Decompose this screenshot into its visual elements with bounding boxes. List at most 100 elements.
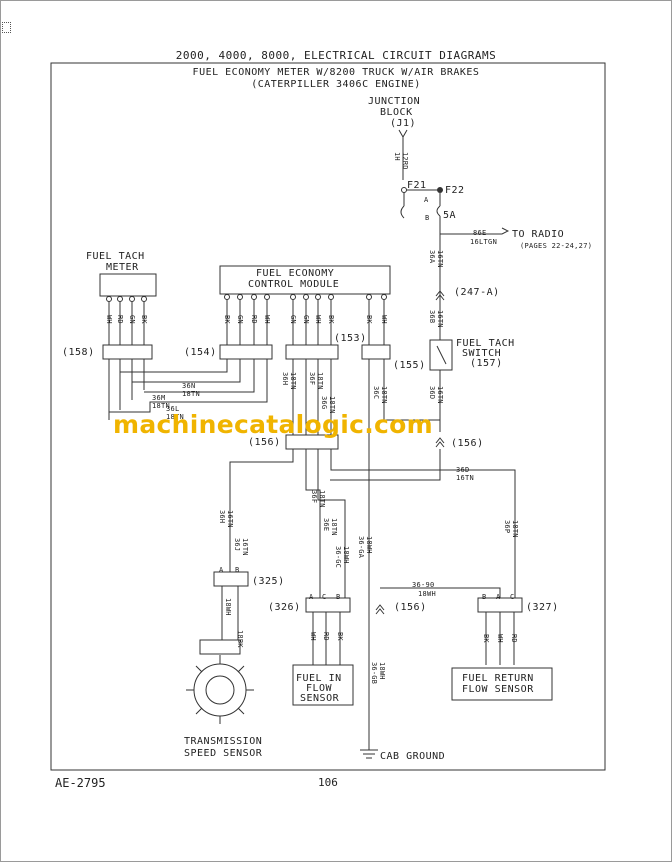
fuel-tach-meter-box bbox=[99, 273, 157, 297]
fuel-ret-bac-3: C bbox=[510, 593, 515, 601]
meter-pin-4: BK bbox=[140, 315, 148, 324]
wire-36b-gauge: 16TN bbox=[436, 310, 444, 328]
fuse-f21-label: F21 bbox=[407, 180, 427, 191]
meter-pin-2: RD bbox=[116, 315, 124, 324]
fecm-left-pin-3: RD bbox=[250, 315, 258, 324]
wire-36gc-gauge: 18WH bbox=[342, 546, 350, 564]
trans-sensor-label-1: TRANSMISSION bbox=[184, 736, 263, 747]
cab-ground-label: CAB GROUND bbox=[380, 751, 446, 762]
connector-158-label: (158) bbox=[62, 347, 95, 358]
fuel-in-label-2: FLOW bbox=[306, 683, 333, 694]
connector-156-ground-arrows bbox=[375, 604, 385, 615]
connector-156-right-arrows bbox=[435, 437, 445, 448]
fuse-a-tag: A bbox=[424, 196, 429, 204]
wire-36-90: 36-90 bbox=[412, 581, 435, 589]
wire-36p: 36P bbox=[503, 520, 511, 534]
wires-mid-to-156 bbox=[292, 359, 332, 435]
fecm-box bbox=[219, 265, 391, 295]
connector-154-box bbox=[219, 344, 273, 360]
connector-156-label-left: (156) bbox=[248, 437, 281, 448]
fuel-return-label-1: FUEL RETURN bbox=[462, 673, 534, 684]
meter-pin-1: WH bbox=[105, 315, 113, 324]
connector-327-label: (327) bbox=[526, 602, 559, 613]
junction-block-label-2: BLOCK bbox=[380, 107, 413, 118]
page-title: 2000, 4000, 8000, ELECTRICAL CIRCUIT DIA… bbox=[175, 49, 497, 62]
connector-158-box bbox=[102, 344, 153, 360]
diagram-title-line1: FUEL ECONOMY METER W/8200 TRUCK W/AIR BR… bbox=[192, 67, 480, 78]
wire-36n-gauge: 18TN bbox=[182, 390, 201, 398]
connector-247a bbox=[435, 290, 445, 301]
wire-36gc: 36-GC bbox=[334, 546, 342, 569]
connector-155-box bbox=[361, 344, 391, 360]
fuel-ret-bac-2: A bbox=[496, 593, 501, 601]
fecm-right-pin-1: BK bbox=[365, 315, 373, 324]
switch-contact bbox=[436, 345, 447, 365]
fuse-b-tag: B bbox=[425, 214, 430, 222]
fuel-tach-switch-label-2: SWITCH bbox=[462, 348, 502, 359]
fecm-left-pin-2: GN bbox=[236, 315, 244, 324]
wire-36-90-gauge: 18WH bbox=[418, 590, 437, 598]
meter-pin-3: GN bbox=[128, 315, 136, 324]
fuse-f21-terminal bbox=[401, 187, 407, 193]
connector-326-box bbox=[305, 597, 351, 613]
wire-36a: 36A bbox=[428, 250, 436, 264]
fecm-mid-pin-4: BK bbox=[327, 315, 335, 324]
wire-36j-gauge: 16TN bbox=[241, 538, 249, 556]
fuse-f22-label: F22 bbox=[445, 185, 465, 196]
wire-36f-gauge: 18TN bbox=[316, 372, 324, 390]
to-radio-label: TO RADIO bbox=[512, 229, 565, 240]
wire-36c bbox=[383, 359, 440, 421]
connector-325-box bbox=[213, 571, 249, 587]
to-radio-pages: (PAGES 22-24,27) bbox=[520, 242, 593, 250]
wires-fecm-mid bbox=[292, 300, 332, 345]
corner-mark bbox=[2, 22, 11, 33]
connector-326-label: (326) bbox=[268, 602, 301, 613]
wire-36n: 36N bbox=[182, 382, 196, 390]
fecm-left-pin-4: WH bbox=[263, 315, 271, 324]
wire-36a-gauge: 16TN bbox=[436, 250, 444, 268]
fuel-ret-pin-3: RD bbox=[510, 634, 518, 643]
fuel-in-abc-1: A bbox=[309, 593, 314, 601]
watermark: machinecatalogic.com bbox=[113, 410, 433, 439]
fuel-in-abc-2: C bbox=[322, 593, 327, 601]
wire-to-radio bbox=[440, 227, 510, 235]
cab-ground-symbol bbox=[360, 749, 378, 759]
wire-36e-gauge: 18TN bbox=[330, 518, 338, 536]
wire-36g: 36G bbox=[320, 396, 328, 410]
fuse-f21 bbox=[400, 192, 405, 219]
wires-327-down bbox=[485, 612, 515, 665]
wire-36h-gauge: 18TN bbox=[289, 372, 297, 390]
fecm-mid-pin-1: GN bbox=[289, 315, 297, 324]
fuel-tach-switch-label-1: FUEL TACH bbox=[456, 338, 515, 349]
wire-36c: 36C bbox=[372, 386, 380, 400]
connector-154-label: (154) bbox=[184, 347, 217, 358]
wire-86e-gauge: 16LTGN bbox=[470, 238, 498, 246]
wires-325-down bbox=[221, 586, 239, 640]
fuel-return-label-2: FLOW SENSOR bbox=[462, 684, 534, 695]
wire-12rd: 12RD bbox=[401, 152, 409, 170]
wire-36j: 36J bbox=[233, 538, 241, 552]
connector-155-label: (155) bbox=[393, 360, 426, 371]
wire-36e: 36E bbox=[322, 518, 330, 532]
connector-325-label: (325) bbox=[252, 576, 285, 587]
wire-36gb-gauge: 18WH bbox=[378, 662, 386, 680]
wire-36f: 36F bbox=[308, 372, 316, 386]
wires-156-out bbox=[229, 449, 516, 598]
fuel-in-abc-3: B bbox=[336, 593, 341, 601]
wire-36h-2: 36H bbox=[218, 510, 226, 524]
wire-36d-right bbox=[330, 449, 441, 481]
wire-36c-gauge: 18TN bbox=[380, 386, 388, 404]
wires-36nml-crossover bbox=[109, 359, 268, 413]
trans-sensor-teeth bbox=[186, 655, 254, 724]
fuel-in-label-3: SENSOR bbox=[300, 693, 340, 704]
wire-junction-feed bbox=[398, 129, 408, 180]
wire-36f-2-gauge: 18TN bbox=[318, 490, 326, 508]
wire-36ga: 36-GA bbox=[357, 536, 365, 559]
trans-sensor-header bbox=[199, 639, 241, 655]
wire-1h: 1H bbox=[393, 152, 401, 161]
wire-36m-gauge: 18TN bbox=[152, 402, 171, 410]
fuel-in-sensor-box bbox=[292, 664, 354, 706]
fuel-tach-meter-label-2: METER bbox=[106, 262, 139, 273]
junction-block-label-1: JUNCTION bbox=[368, 96, 421, 107]
diagram-title-line2: (CATERPILLER 3406C ENGINE) bbox=[251, 79, 421, 90]
